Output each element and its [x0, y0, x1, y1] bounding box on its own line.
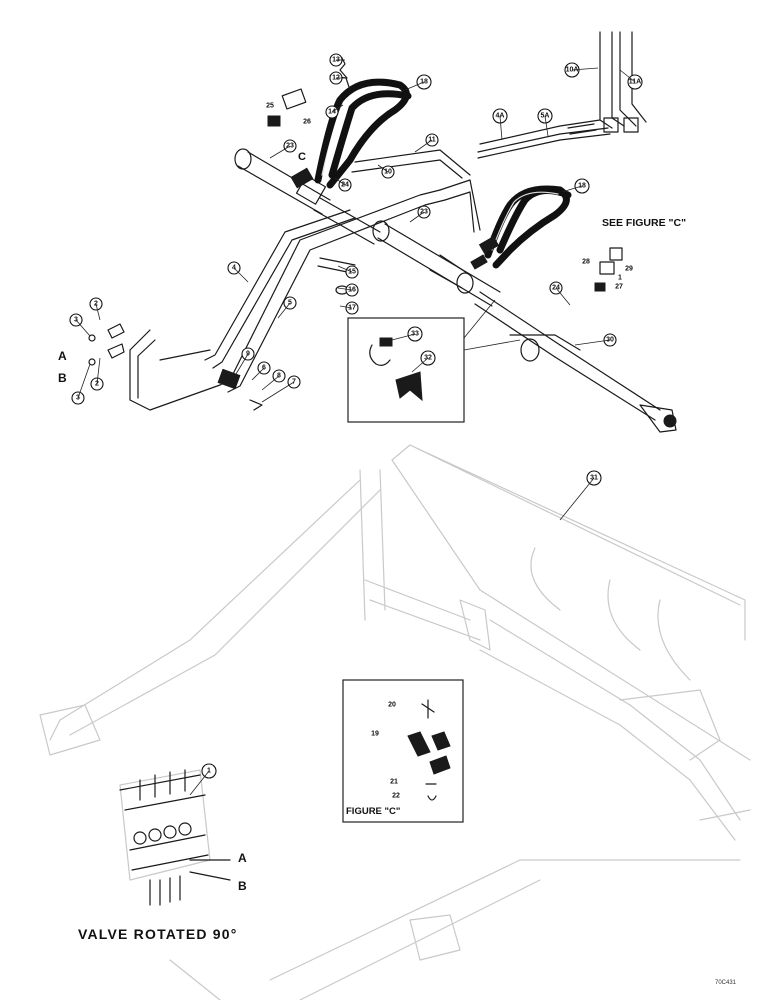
callout-number: 18 [420, 79, 428, 86]
callout-c19: 19 [371, 731, 379, 738]
figure-c-box [342, 679, 464, 823]
callout-c20: 20 [388, 702, 396, 709]
callout-c21: 21 [390, 779, 398, 786]
figure-c-label: FIGURE "C" [346, 806, 400, 817]
background-frame-and-blade [39, 444, 751, 1000]
callout-number: 33 [411, 331, 419, 338]
callout-number: 8 [277, 373, 281, 380]
leader-line-c24a [334, 177, 346, 186]
leader-line-c6 [251, 367, 265, 381]
callout-number: 5 [288, 300, 292, 307]
callout-number: 7 [292, 379, 296, 386]
callout-number: 15 [348, 269, 356, 276]
leader-line-c10a [571, 67, 599, 71]
callout-number: 32 [424, 355, 432, 362]
cylinder-left [234, 148, 381, 245]
leader-line-c4a [499, 115, 503, 141]
callout-number: 20 [388, 702, 396, 709]
callout-number: 6 [262, 365, 266, 372]
hose-pair-lower [484, 185, 572, 269]
callout-number: 1 [618, 275, 622, 282]
callout-number: 11 [428, 137, 436, 144]
callout-c1b: 1 [618, 275, 622, 282]
callout-number: 18 [578, 183, 586, 190]
drawing-number: 70C431 [715, 980, 737, 986]
callout-number: 22 [392, 793, 400, 800]
leader-line-c16 [337, 287, 353, 291]
leader-line-c9 [235, 353, 249, 375]
leader-line-c24b [555, 287, 571, 306]
port-label-c: C [298, 151, 306, 163]
cylinder-right [372, 220, 677, 433]
inset-box-clamp [347, 299, 521, 423]
hydraulic-tubes-4-5 [129, 149, 481, 411]
callout-number: 27 [615, 284, 623, 291]
callout-number: 29 [625, 266, 633, 273]
port-label-a: A [58, 349, 67, 363]
callout-number: 28 [582, 259, 590, 266]
callout-number: 30 [606, 337, 614, 344]
callout-c25: 25 [266, 103, 274, 110]
callout-number: 10 [384, 169, 392, 176]
leader-line-c8 [261, 375, 280, 391]
leader-line-c4 [233, 267, 249, 283]
leader-line-c3a [75, 319, 91, 337]
leader-line-c31 [559, 477, 595, 521]
callout-c26: 26 [303, 119, 311, 126]
leader-line-c5 [277, 302, 291, 319]
port-label-b: B [58, 371, 67, 385]
callout-c22: 22 [392, 793, 400, 800]
callout-number: 23 [286, 143, 294, 150]
leader-line-c18a [404, 81, 425, 91]
leader-line-c11a [619, 69, 636, 83]
control-valve [119, 769, 231, 906]
hose-pair-upper [314, 78, 412, 189]
callout-c28: 28 [582, 259, 590, 266]
callout-number: 19 [371, 731, 379, 738]
leader-line-c33 [391, 333, 416, 341]
callout-c29: 29 [625, 266, 633, 273]
callout-number: 23 [420, 209, 428, 216]
leader-line-c30 [574, 339, 611, 346]
leader-line-c23a [269, 145, 291, 159]
valve-port-label-b: B [238, 879, 247, 893]
callout-number: 1 [207, 768, 211, 775]
callout-number: 9 [246, 351, 250, 358]
valve-port-label-a: A [238, 851, 247, 865]
leader-line-c10 [377, 164, 389, 173]
leader-lines [75, 59, 636, 796]
callout-number: 31 [590, 475, 598, 482]
callout-c27: 27 [615, 284, 623, 291]
leader-line-c7 [261, 381, 295, 403]
callout-number: 21 [390, 779, 398, 786]
leader-line-c23b [409, 211, 425, 223]
leader-line-c17 [339, 305, 353, 309]
valve-rotated-title: VALVE ROTATED 90° [78, 926, 238, 942]
callout-number: 17 [348, 305, 356, 312]
leader-line-c5a [544, 115, 549, 137]
callout-number: 24 [341, 182, 349, 189]
leader-line-c1v [189, 770, 210, 796]
leader-line-c3b [77, 363, 91, 399]
leader-line-c2b [96, 357, 101, 385]
see-figure-c-label: SEE FIGURE "C" [602, 217, 686, 229]
leader-line-c32 [411, 357, 429, 373]
callout-number: 26 [303, 119, 311, 126]
callout-number: 16 [348, 287, 356, 294]
leader-line-c11 [414, 139, 433, 153]
callout-number: 25 [266, 103, 274, 110]
leader-line-c14 [331, 104, 344, 113]
leader-line-c18b [561, 185, 583, 193]
upper-tube-group [477, 31, 647, 159]
leader-line-c15 [337, 265, 353, 273]
leader-line-c2a [95, 303, 101, 321]
